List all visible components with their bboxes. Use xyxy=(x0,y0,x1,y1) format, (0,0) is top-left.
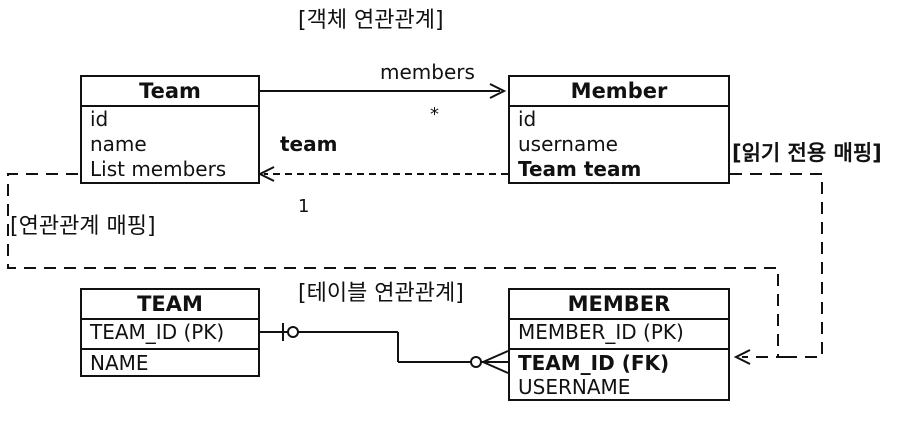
member-table-column-username: USERNAME xyxy=(518,375,631,399)
read-only-mapping-path xyxy=(730,173,823,358)
member-field-username: username xyxy=(518,132,618,156)
team-arrowhead xyxy=(257,166,275,182)
team-field-members: List members xyxy=(90,157,227,181)
team-field-name: name xyxy=(90,132,147,156)
member-entity-name: Member xyxy=(510,77,728,107)
member-field-id: id xyxy=(518,107,537,131)
members-label: members xyxy=(380,60,475,84)
read-only-mapping-label: [읽기 전용 매핑] xyxy=(732,141,882,165)
member-table-pk: MEMBER_ID (PK) xyxy=(518,320,684,344)
team-table-column-name: NAME xyxy=(90,351,149,375)
one-multiplicity: 1 xyxy=(298,196,310,217)
fk-arrowhead xyxy=(733,349,751,365)
er-crowfoot-upper xyxy=(482,350,509,363)
team-entity-box: Team id name List members xyxy=(80,75,260,184)
member-field-team: Team team xyxy=(518,157,642,181)
table-relationship-title: [테이블 연관관계] xyxy=(298,281,464,306)
team-entity-name: Team xyxy=(82,77,258,107)
object-relationship-title: [객체 연관관계] xyxy=(298,8,444,33)
team-table-pk: TEAM_ID (PK) xyxy=(90,320,225,344)
association-mapping-path xyxy=(7,173,779,357)
er-many-circle xyxy=(470,356,482,368)
members-arrowhead xyxy=(489,83,507,99)
member-table-box: MEMBER MEMBER_ID (PK) TEAM_ID (FK) USERN… xyxy=(508,288,730,401)
member-entity-box: Member id username Team team xyxy=(508,75,730,184)
association-mapping-label: [연관관계 매핑] xyxy=(10,214,158,239)
er-one-circle xyxy=(287,326,299,338)
team-table-name: TEAM xyxy=(82,290,258,320)
team-table-divider xyxy=(82,348,258,350)
er-crowfoot-lower xyxy=(482,361,509,374)
member-table-fk: TEAM_ID (FK) xyxy=(518,351,670,375)
team-label: team xyxy=(280,132,338,156)
many-multiplicity: * xyxy=(430,104,439,125)
team-table-box: TEAM TEAM_ID (PK) NAME xyxy=(80,288,260,377)
member-table-name: MEMBER xyxy=(510,290,728,320)
member-table-divider xyxy=(510,348,728,350)
team-field-id: id xyxy=(90,107,109,131)
